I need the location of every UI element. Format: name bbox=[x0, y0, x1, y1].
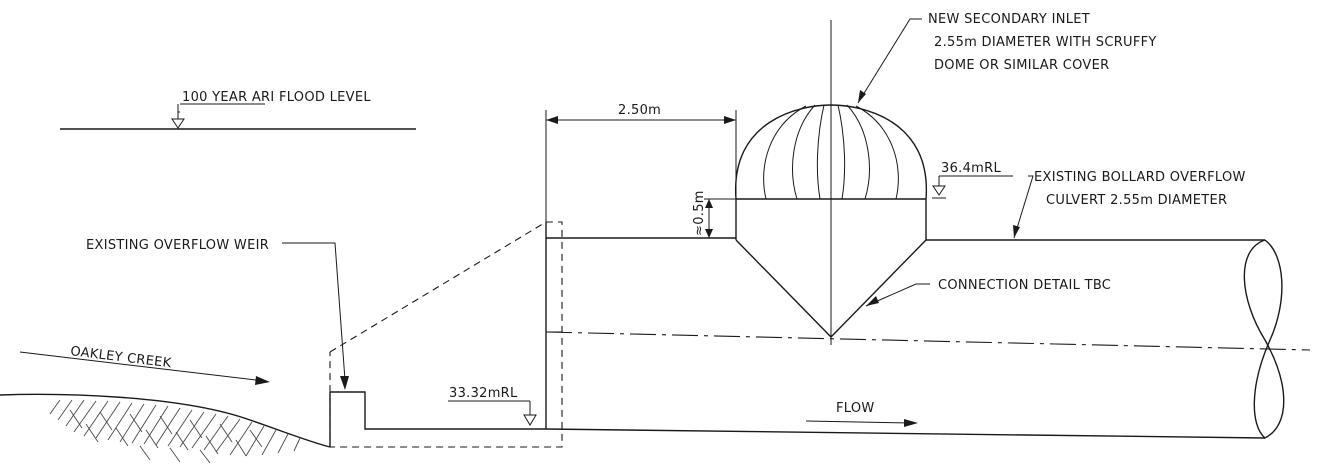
inlet-funnel bbox=[735, 199, 927, 338]
flow-arrow-line bbox=[805, 420, 913, 424]
inlet-label-line3: DOME OR SIMILAR COVER bbox=[934, 58, 1109, 73]
invert-level-triangle-icon bbox=[523, 414, 537, 426]
inlet-level-marker: 36.4mRL bbox=[932, 161, 1013, 199]
flood-level-label: 100 YEAR ARI FLOOD LEVEL bbox=[182, 90, 371, 105]
ground-surface bbox=[0, 393, 331, 448]
inlet-level-label: 36.4mRL bbox=[941, 161, 1001, 176]
culvert-leader-arrow bbox=[1013, 225, 1020, 238]
inlet-chamber-dashed bbox=[329, 221, 563, 448]
dome-rib bbox=[855, 105, 899, 200]
overflow-weir: EXISTING OVERFLOW WEIR bbox=[86, 238, 546, 447]
weir-leader-line bbox=[282, 242, 346, 381]
scruffy-dome-cover bbox=[735, 104, 927, 200]
dim-offset-label: 2.50m bbox=[618, 103, 661, 118]
flow-arrow-icon bbox=[904, 419, 918, 427]
dim-arrow-left bbox=[546, 116, 558, 124]
dome-rib bbox=[846, 104, 870, 200]
connection-leader-line bbox=[865, 283, 930, 307]
connection-label-group: CONNECTION DETAIL TBC bbox=[865, 278, 1111, 307]
flood-level-triangle-icon bbox=[171, 118, 185, 129]
weir-label: EXISTING OVERFLOW WEIR bbox=[86, 238, 269, 253]
connection-label: CONNECTION DETAIL TBC bbox=[938, 278, 1111, 293]
inlet-leader-arrow bbox=[858, 90, 866, 103]
inlet-leader-line bbox=[857, 18, 922, 104]
dome-outline bbox=[735, 104, 927, 200]
dome-rib bbox=[763, 105, 807, 200]
flow-indicator: FLOW bbox=[805, 401, 918, 427]
weir-outline bbox=[330, 391, 546, 430]
dome-rib bbox=[837, 104, 846, 200]
funnel-right-cone bbox=[830, 239, 927, 338]
dim-arrow-right bbox=[724, 116, 736, 124]
dome-rib bbox=[792, 104, 816, 200]
creek-flow-arrow bbox=[255, 376, 270, 385]
funnel-left-cone bbox=[735, 239, 832, 338]
weir-leader-arrow bbox=[340, 376, 349, 390]
step-arrow-bottom bbox=[705, 229, 713, 238]
invert-level-marker: 33.32mRL bbox=[448, 386, 537, 426]
creek-and-ground: OAKLEY CREEK bbox=[0, 344, 331, 464]
dimension-step: ≈0.5m bbox=[692, 190, 736, 238]
inlet-label-line2: 2.55m DIAMETER WITH SCRUFFY bbox=[934, 35, 1157, 50]
culvert-leader-line bbox=[1013, 175, 1034, 239]
chamber-outline bbox=[329, 221, 563, 448]
pipe-end-right-curve bbox=[1253, 239, 1283, 439]
culvert-label-line2: CULVERT 2.55m DIAMETER bbox=[1046, 193, 1227, 208]
inlet-label-group: NEW SECONDARY INLET 2.55m DIAMETER WITH … bbox=[857, 12, 1157, 104]
flood-level-marker: 100 YEAR ARI FLOOD LEVEL bbox=[60, 90, 416, 130]
creek-flow-line bbox=[19, 351, 265, 382]
pipe-bottom bbox=[545, 428, 1266, 439]
ground-hatching bbox=[49, 399, 301, 464]
creek-label: OAKLEY CREEK bbox=[70, 344, 173, 371]
invert-level-label: 33.32mRL bbox=[449, 386, 518, 401]
culvert-label-group: EXISTING BOLLARD OVERFLOW CULVERT 2.55m … bbox=[1013, 170, 1246, 239]
pipe-centreline bbox=[545, 331, 1311, 351]
dimension-offset: 2.50m bbox=[545, 103, 737, 222]
inlet-label-line1: NEW SECONDARY INLET bbox=[928, 12, 1090, 27]
dome-rib bbox=[816, 104, 825, 200]
culvert-pipe bbox=[545, 237, 1311, 439]
connection-leader-arrow bbox=[866, 296, 879, 306]
pipe-end-left-curve bbox=[1243, 239, 1285, 439]
step-arrow-top bbox=[705, 199, 713, 208]
flow-label: FLOW bbox=[836, 401, 875, 416]
step-label: ≈0.5m bbox=[692, 190, 707, 236]
culvert-label-line1: EXISTING BOLLARD OVERFLOW bbox=[1034, 170, 1246, 185]
inlet-level-triangle-icon bbox=[932, 185, 946, 196]
